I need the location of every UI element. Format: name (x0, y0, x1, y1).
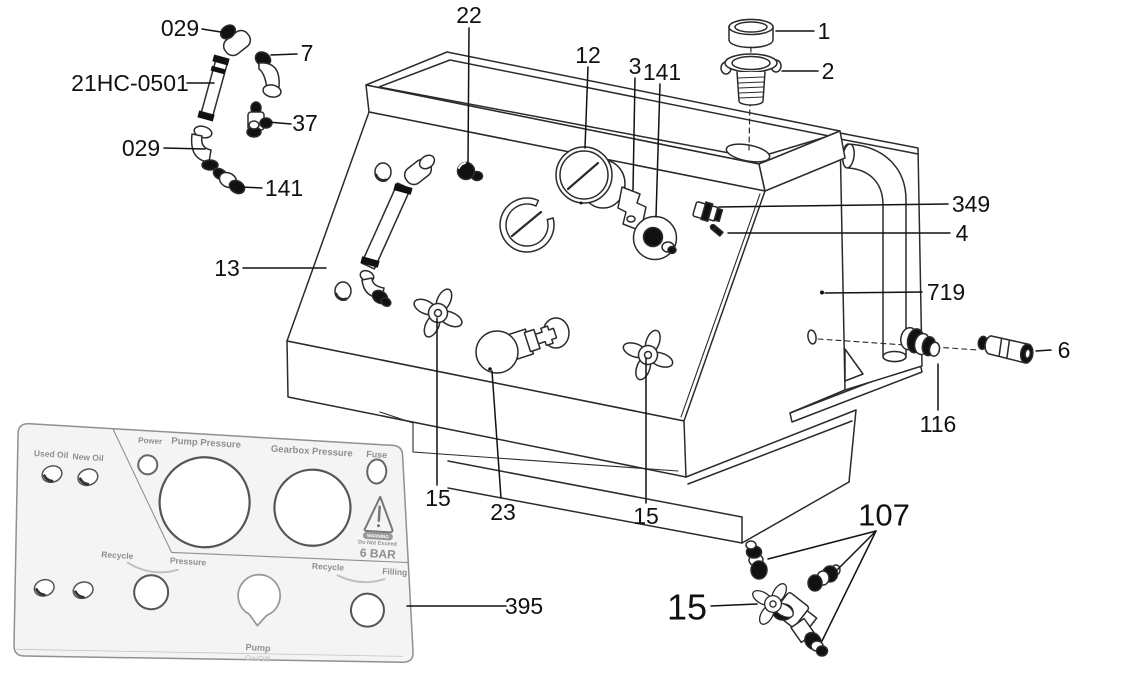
pipe (842, 143, 907, 363)
leader-line-3 (632, 77, 636, 191)
part-label-15-big: 15 (667, 587, 707, 628)
faceplate-label-pressure: Pressure (170, 555, 207, 567)
part-label-141-hose: 141 (265, 175, 303, 201)
part-label-15-left: 15 (425, 485, 451, 511)
fitting-141-panel (632, 215, 678, 261)
valve-handle-mid (622, 329, 674, 381)
part-label-21HC-0501: 21HC-0501 (71, 70, 189, 96)
part-label-4: 4 (956, 220, 969, 246)
leader-line-141-hose (239, 186, 263, 189)
fitting-6 (977, 335, 1034, 364)
part-label-12: 12 (575, 42, 601, 68)
part-label-6: 6 (1058, 337, 1071, 363)
faceplate-label-warning-band: WARNING (367, 533, 390, 539)
faceplate-label-new-oil: New Oil (72, 451, 104, 463)
part-label-719: 719 (927, 279, 965, 305)
valve-knob-23 (475, 325, 558, 374)
faceplate-label-recycle-left: Recycle (101, 549, 134, 561)
part-label-2: 2 (822, 58, 835, 84)
leader-line-22 (467, 27, 470, 164)
screw-4 (709, 223, 724, 237)
leader-line-029-top (201, 28, 228, 34)
mid-slab (286, 340, 687, 478)
part-label-3: 3 (629, 53, 642, 79)
leader-line-7 (270, 53, 298, 56)
faceplate-label-do-not-exceed: Do Not Exceed (358, 540, 397, 548)
part-label-107: 107 (858, 498, 910, 533)
leader-line-349 (718, 203, 949, 208)
faceplate-label-filling: Filling (382, 566, 408, 577)
part-label-395: 395 (505, 593, 543, 619)
part-label-13: 13 (214, 255, 240, 281)
faceplate-label-on-off: On/Off (245, 653, 271, 663)
dot-719 (820, 290, 824, 295)
valve-handle-left (413, 288, 463, 338)
base-box (447, 409, 857, 544)
leader-line-107 (821, 530, 877, 642)
gauge-ring (499, 197, 555, 253)
leader-line-23 (491, 370, 502, 499)
part-label-1: 1 (818, 18, 831, 44)
three-way-valve (745, 540, 841, 657)
leader-line-6 (1035, 349, 1052, 352)
part-label-37: 37 (292, 110, 318, 136)
fitting-116 (900, 326, 941, 357)
part-label-349: 349 (952, 191, 990, 217)
filler-cap (728, 18, 774, 49)
leader-line-029-bottom (163, 147, 206, 150)
part-label-23: 23 (490, 499, 516, 525)
leader-line-107 (830, 530, 877, 577)
part-label-22: 22 (456, 2, 482, 28)
leader-line-37 (267, 121, 292, 125)
fitting-349 (692, 201, 724, 223)
leader-line-719 (824, 291, 923, 294)
fitting-22 (456, 161, 484, 182)
leader-line-15-big (710, 603, 758, 607)
sight-glass (359, 154, 436, 308)
leader-line-107 (767, 530, 877, 560)
part-label-029-top: 029 (161, 15, 199, 41)
faceplate-label-six-bar: 6 BAR (359, 546, 396, 562)
faceplate-label-fuse: Fuse (366, 449, 388, 460)
part-label-029-bottom: 029 (122, 135, 160, 161)
hose-assembly (190, 24, 282, 195)
faceplate-label-recycle-right: Recycle (312, 561, 345, 573)
part-label-7: 7 (301, 40, 314, 66)
part-label-141-panel: 141 (643, 59, 681, 85)
part-label-15-mid: 15 (633, 503, 659, 529)
part-label-116: 116 (920, 411, 957, 437)
leader-line-12 (584, 66, 589, 149)
hole-719 (807, 329, 817, 345)
faceplate-label-pump: Pump (245, 642, 271, 654)
filler-neck (720, 46, 782, 151)
leader-line-141-panel (655, 83, 661, 218)
faceplate-label-pump-pressure: Pump Pressure (171, 436, 241, 451)
faceplate-label-gearbox-pressure: Gearbox Pressure (271, 444, 353, 460)
pressure-gauge (555, 146, 626, 209)
faceplate-label-used-oil: Used Oil (34, 448, 69, 460)
faceplate-label-power: Power (138, 436, 163, 446)
tank-top (365, 51, 846, 192)
